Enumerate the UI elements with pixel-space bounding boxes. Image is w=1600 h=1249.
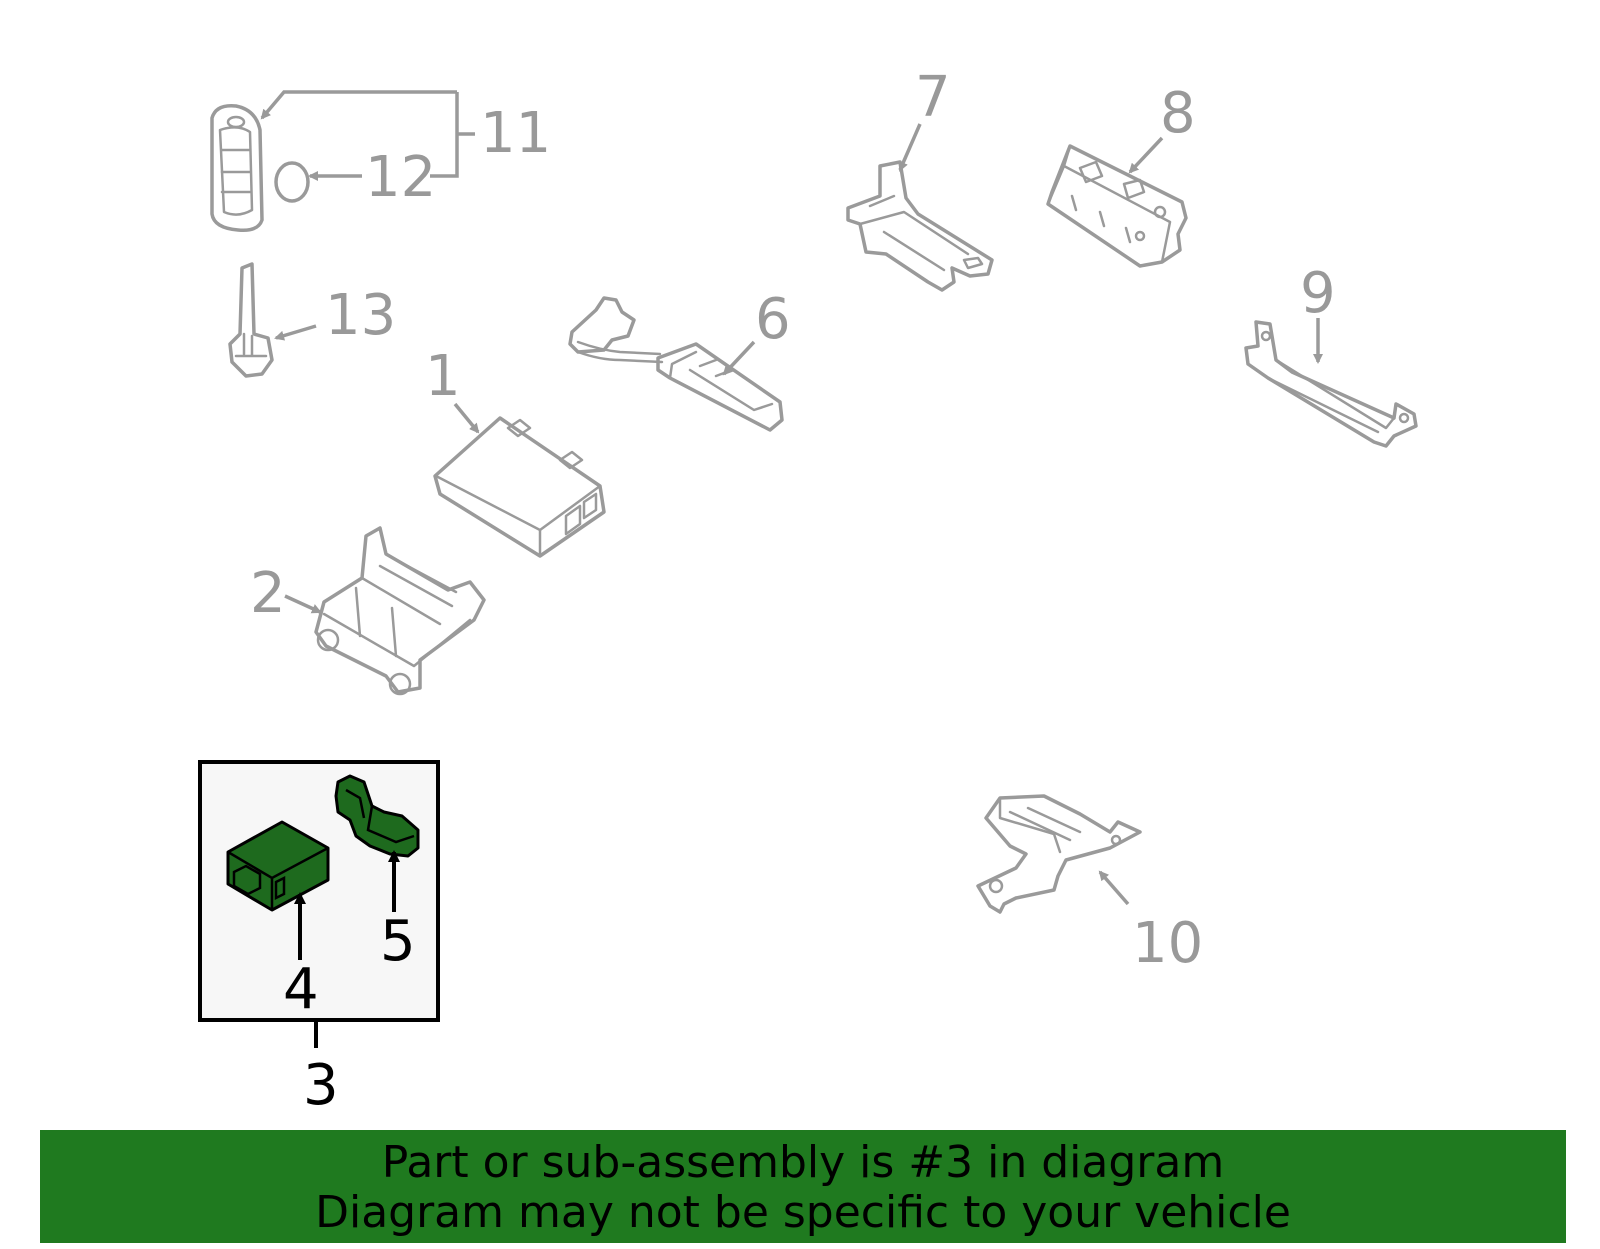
callout-5: 5 xyxy=(380,909,416,974)
key-ring-part xyxy=(274,161,310,203)
sub-assembly-inset xyxy=(198,760,440,1022)
antenna-part xyxy=(568,296,784,432)
callout-8: 8 xyxy=(1160,81,1196,146)
long-bracket-part xyxy=(1244,320,1418,448)
mounting-bracket-part xyxy=(976,794,1142,914)
callout-6: 6 xyxy=(755,287,791,352)
antenna-bracket-part xyxy=(846,160,994,292)
callout-1-leader xyxy=(453,402,480,434)
callout-3: 3 xyxy=(303,1053,339,1118)
callout-12: 12 xyxy=(365,145,436,210)
callout-10: 10 xyxy=(1132,911,1203,976)
info-banner: Part or sub-assembly is #3 in diagram Di… xyxy=(40,1130,1566,1243)
callout-7: 7 xyxy=(915,65,951,130)
callout-9: 9 xyxy=(1300,261,1336,326)
callout-1: 1 xyxy=(425,344,461,409)
banner-line-1: Part or sub-assembly is #3 in diagram xyxy=(381,1137,1225,1188)
key-fob-part xyxy=(210,104,264,233)
callout-4: 4 xyxy=(283,957,319,1022)
key-blade-part xyxy=(228,262,274,378)
receiver-unit-part xyxy=(1046,144,1188,268)
callout-2-leader xyxy=(284,594,322,614)
callout-13: 13 xyxy=(325,283,396,348)
banner-line-2: Diagram may not be specific to your vehi… xyxy=(315,1187,1291,1238)
callout-6-leader xyxy=(722,340,756,376)
callout-2: 2 xyxy=(250,561,286,626)
highlighted-module-part-4 xyxy=(226,820,330,912)
callout-7-leader xyxy=(898,123,922,172)
highlighted-bracket-part-5 xyxy=(334,774,420,858)
module-bracket-part xyxy=(314,526,486,696)
callout-11: 11 xyxy=(480,101,551,166)
callout-10-leader xyxy=(1098,870,1130,906)
control-module-part xyxy=(433,416,606,558)
callout-13-leader xyxy=(274,324,317,341)
callout-11-leader xyxy=(262,90,475,178)
callout-8-leader xyxy=(1128,136,1164,174)
